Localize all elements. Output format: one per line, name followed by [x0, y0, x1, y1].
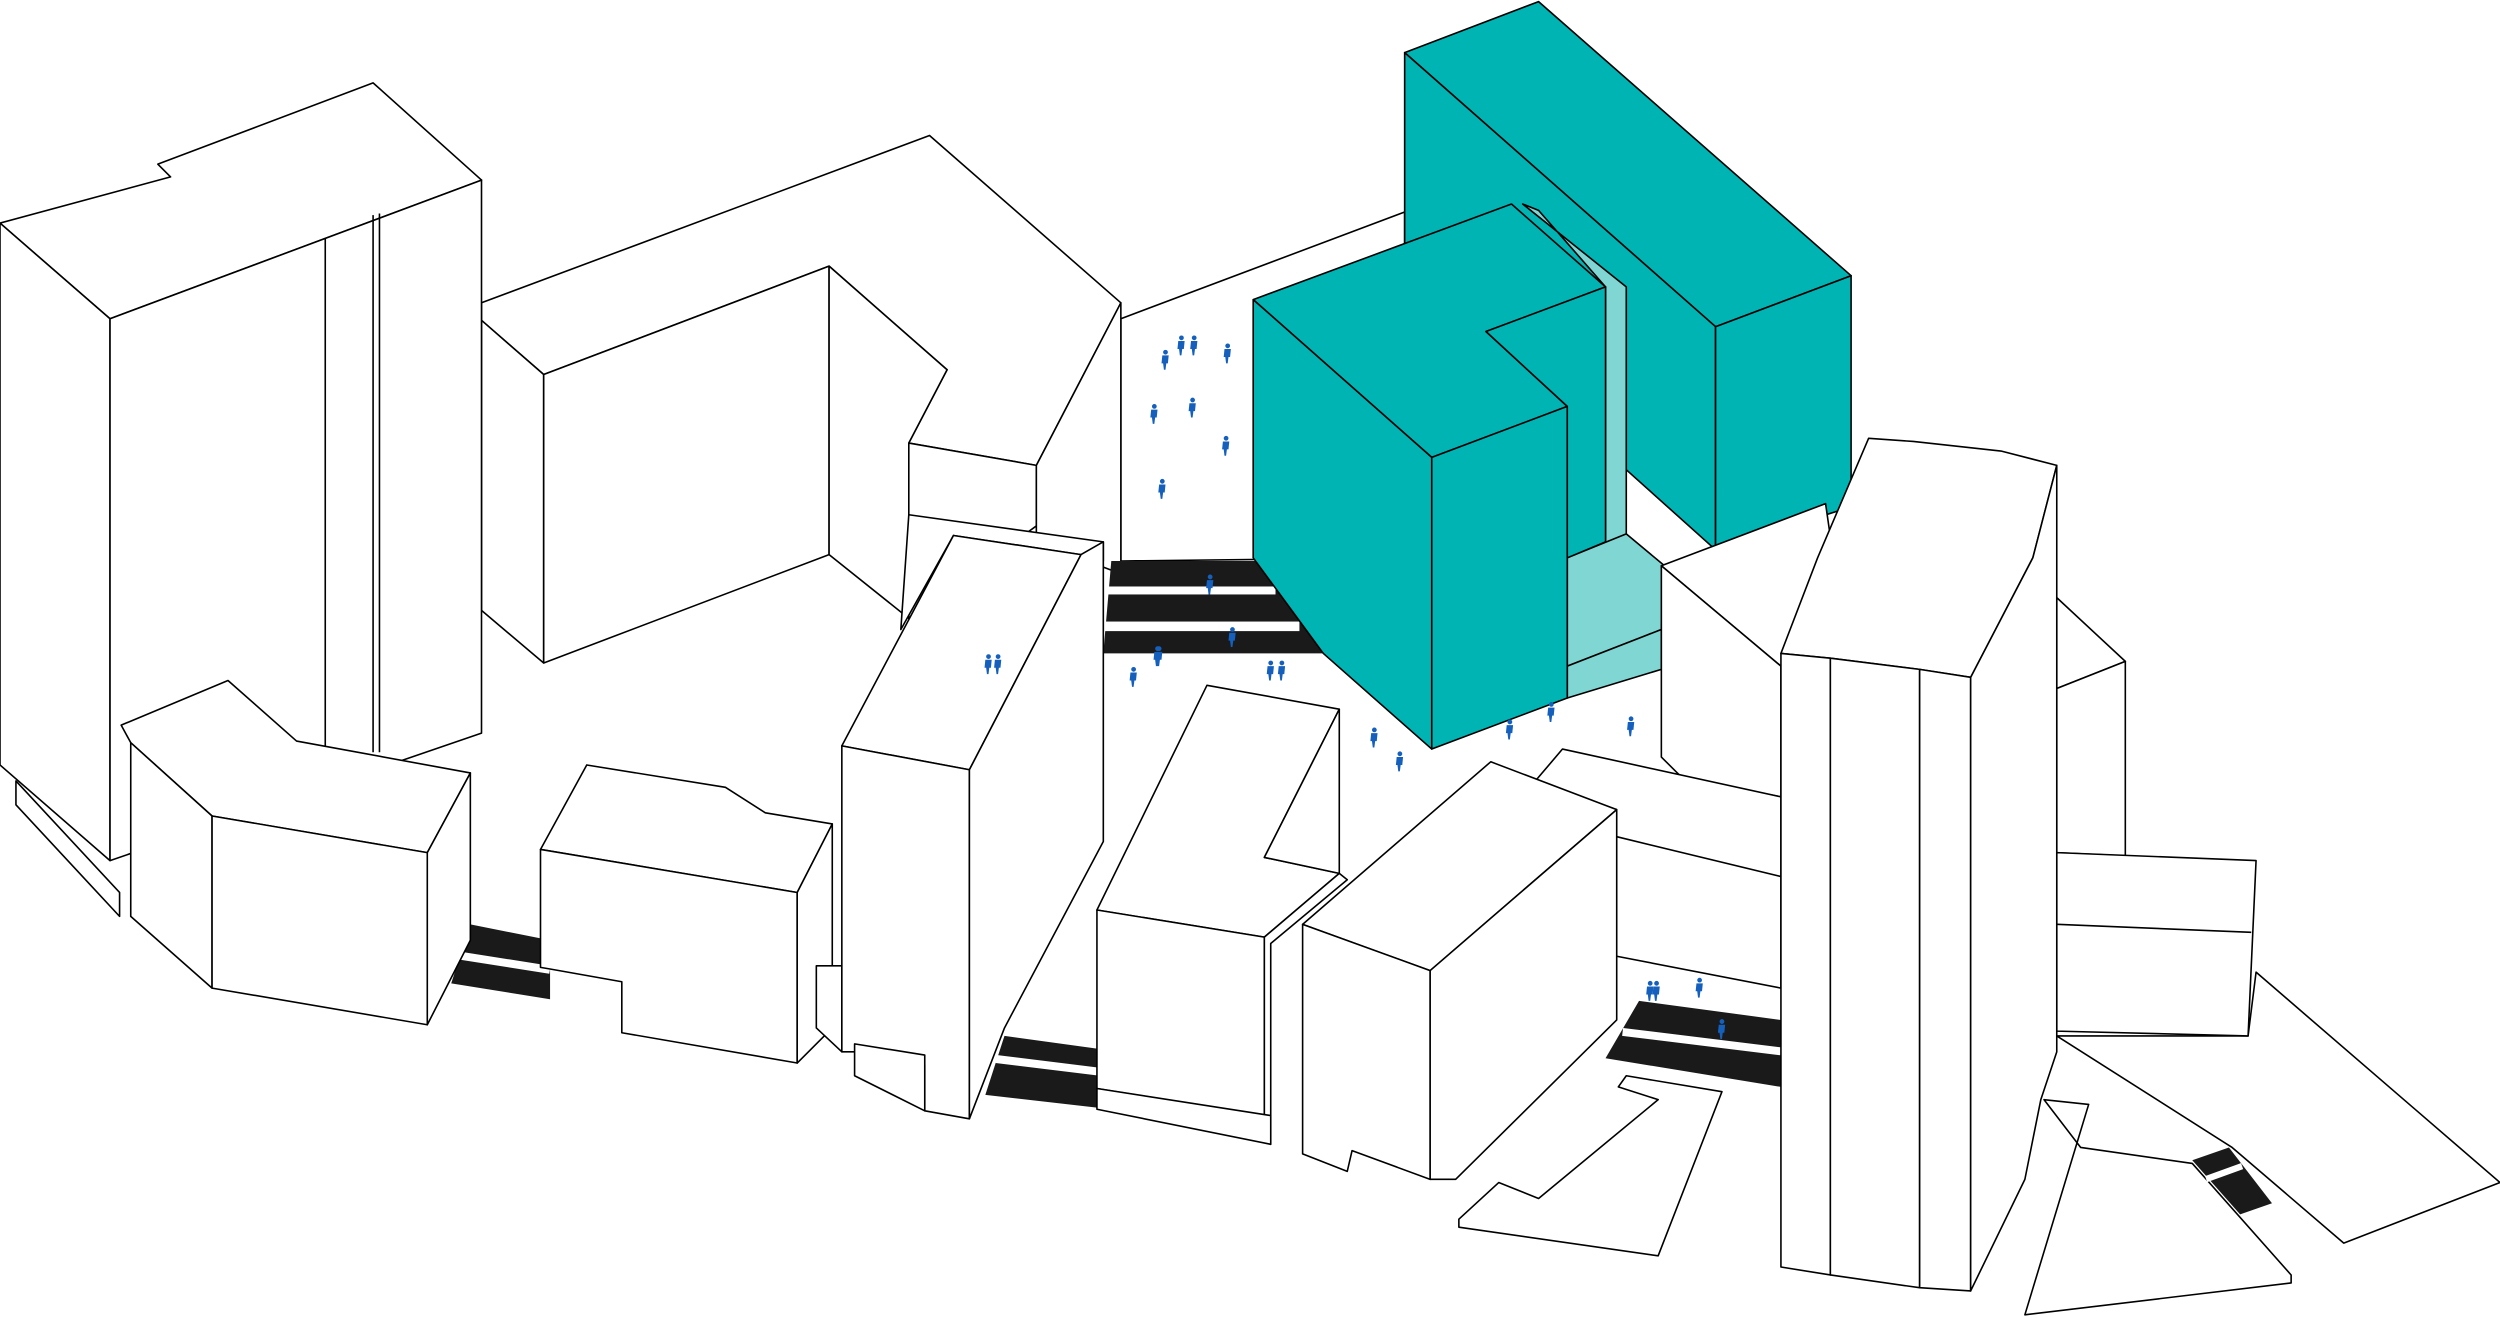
- person-figure: [1627, 716, 1635, 737]
- person-figure: [1155, 646, 1163, 667]
- stairs-center-front: [985, 1035, 1098, 1108]
- person-figure: [1266, 660, 1274, 681]
- person-figure: [1222, 435, 1230, 456]
- person-figure: [1695, 977, 1703, 998]
- courtyard-building: [480, 134, 1122, 664]
- right-tall-building: [1780, 437, 2058, 1292]
- person-figure: [1646, 980, 1654, 1001]
- person-figure: [1717, 1019, 1726, 1040]
- person-figure: [1188, 397, 1196, 418]
- person-figure: [1223, 343, 1231, 364]
- low-building-mid-left: [539, 764, 843, 1064]
- highlight-building-front: [1252, 203, 1607, 750]
- stairs-right: [1605, 1000, 1782, 1087]
- person-figure: [1150, 404, 1158, 424]
- person-figure: [1505, 719, 1514, 740]
- stairs-center-back: [1103, 560, 1324, 654]
- person-figure: [1277, 660, 1286, 681]
- person-figure: [1129, 666, 1137, 687]
- front-center-building: [1301, 760, 1618, 1181]
- tall-thin-building: [841, 513, 1105, 1120]
- person-figure: [1547, 702, 1555, 722]
- person-figure: [1158, 478, 1166, 499]
- person-figure: [1652, 980, 1660, 1001]
- people: [984, 335, 1726, 1040]
- person-figure: [1177, 335, 1185, 356]
- person-figure: [1370, 727, 1378, 748]
- person-figure: [994, 654, 1002, 675]
- person-figure: [1161, 349, 1169, 370]
- right-wing-building: [2055, 851, 2257, 1037]
- person-figure: [984, 654, 992, 675]
- plaza-piece-center: [1458, 1074, 1723, 1257]
- person-figure: [1228, 627, 1236, 648]
- person-figure: [1190, 335, 1198, 356]
- low-building-left: [120, 679, 472, 1026]
- person-figure: [1395, 751, 1404, 772]
- center-building: [1096, 684, 1349, 1146]
- person-figure: [1206, 574, 1214, 595]
- stairs-left: [451, 924, 551, 1000]
